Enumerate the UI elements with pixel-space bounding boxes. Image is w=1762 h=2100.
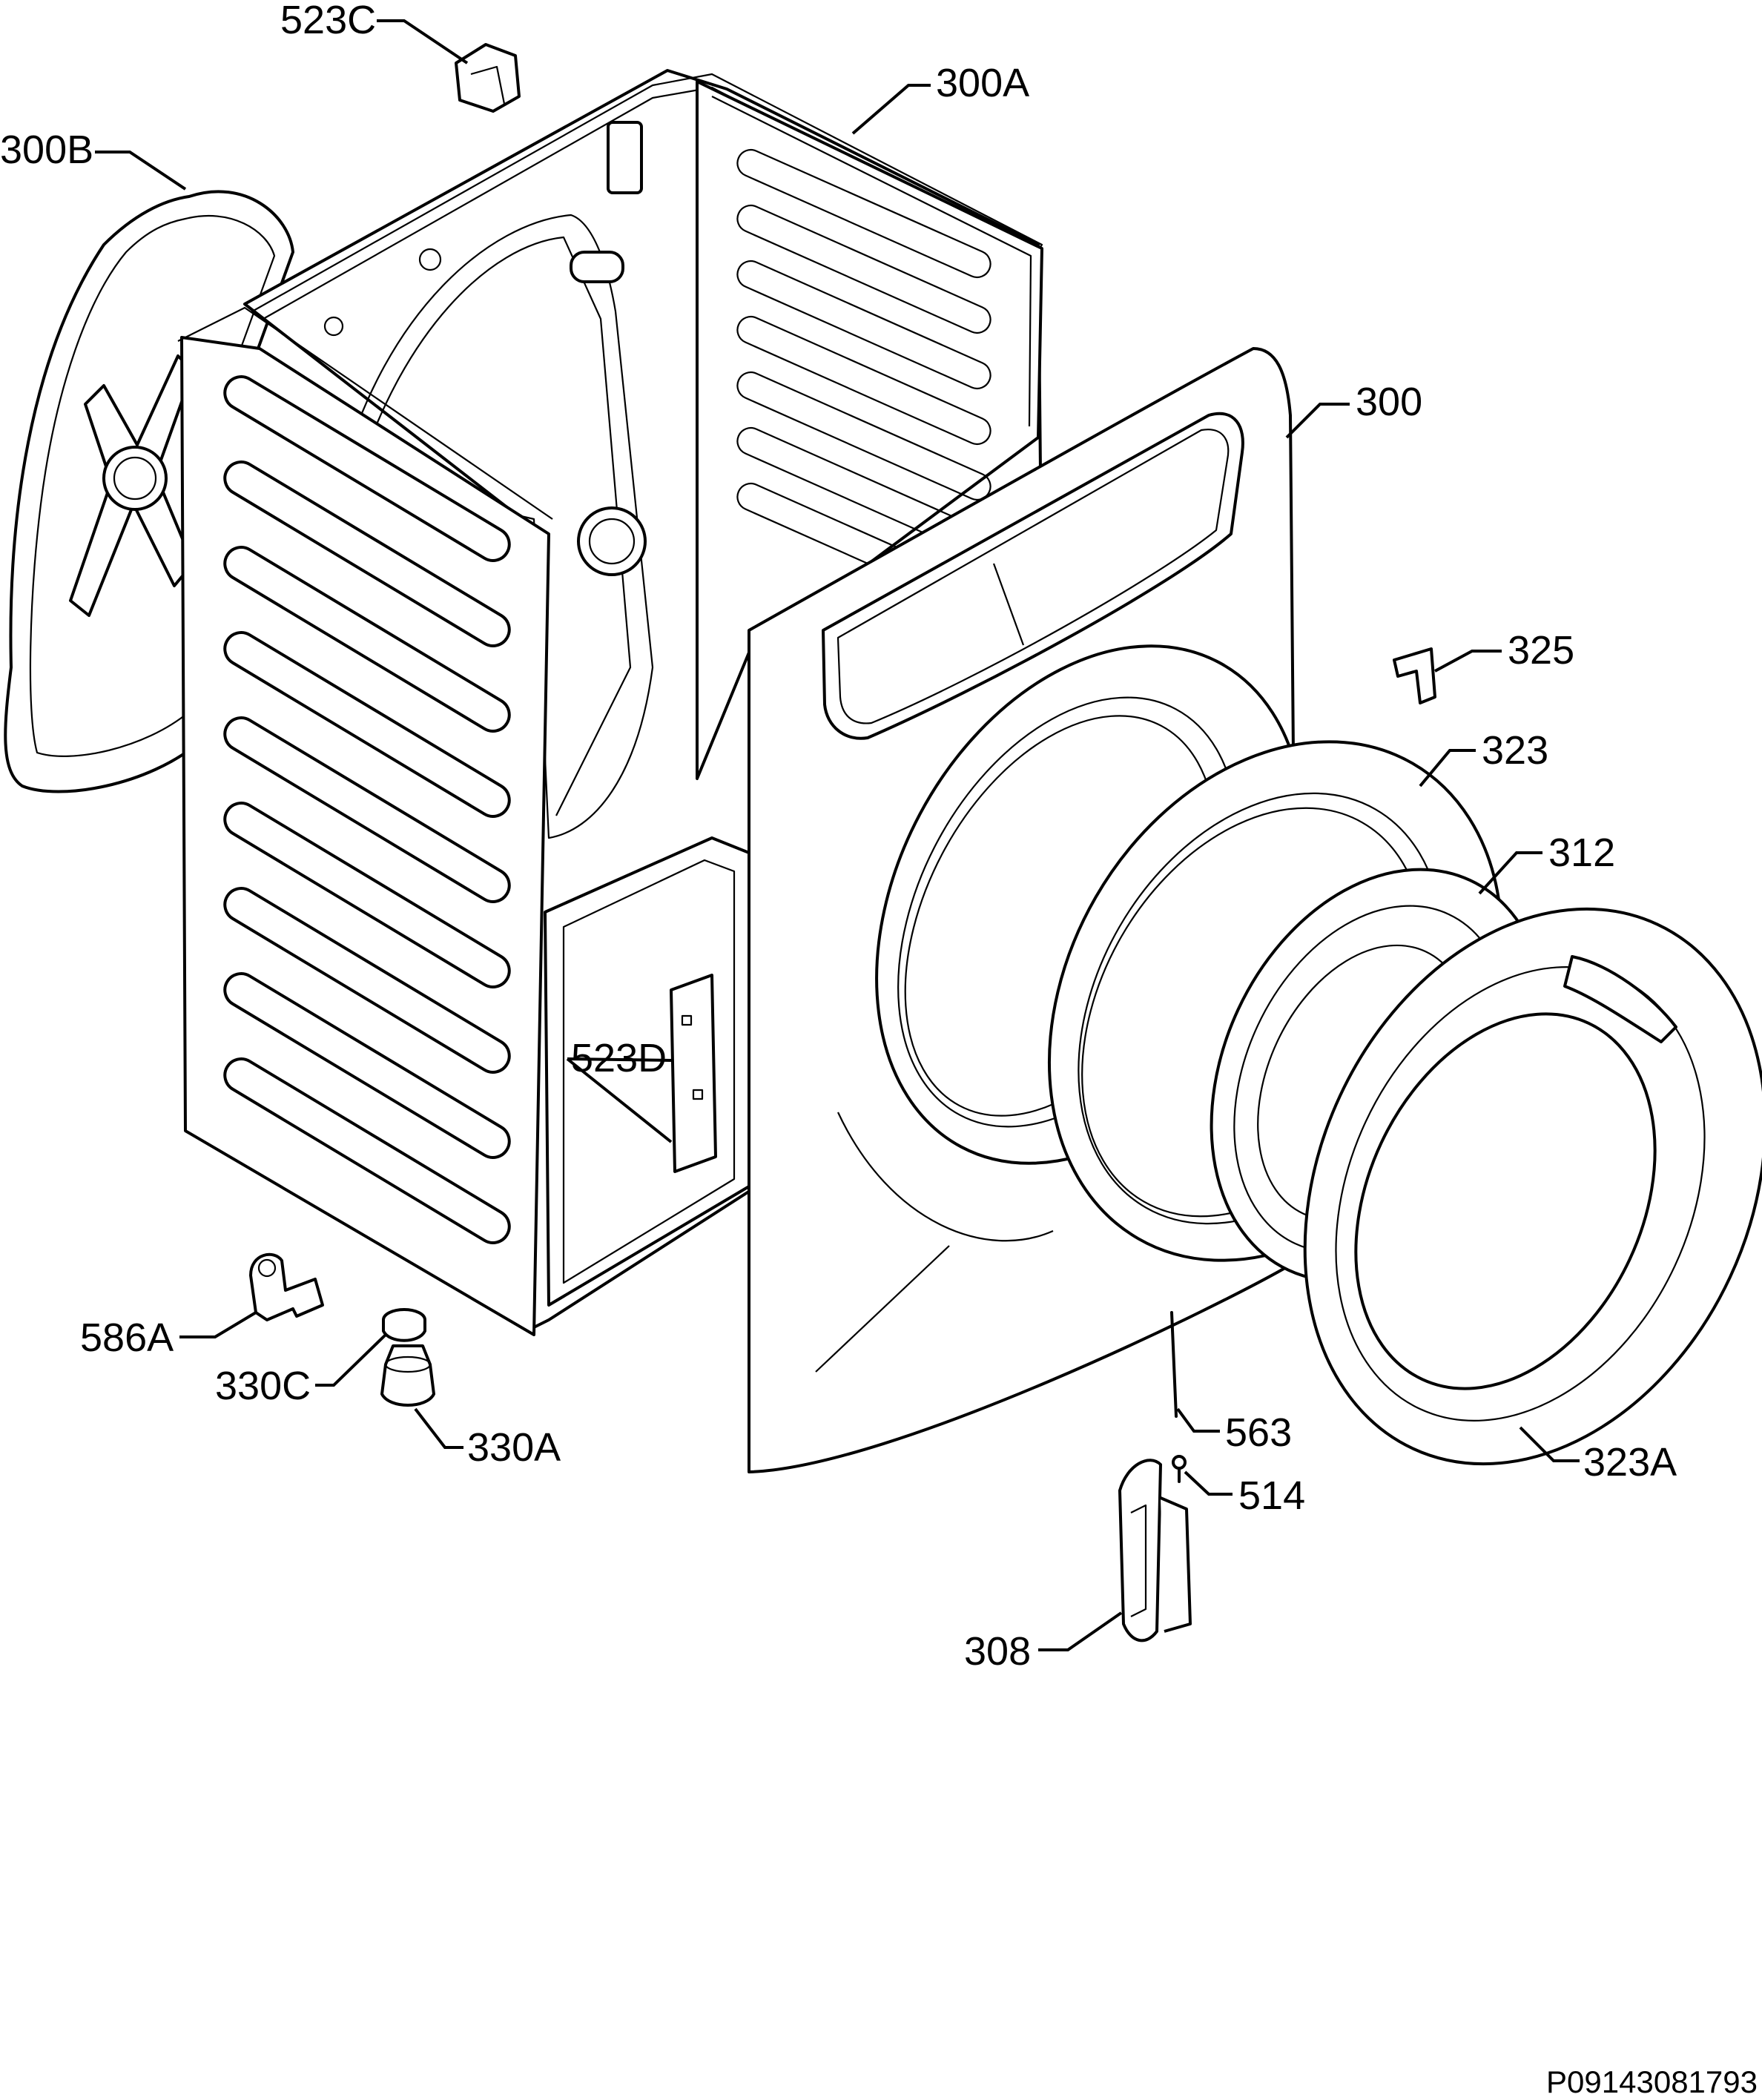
leader-lines [95,19,1580,1651]
part-514-screw [1172,1455,1187,1483]
label-586a: 586A [80,1315,174,1360]
label-330c: 330C [215,1364,311,1408]
label-514: 514 [1238,1473,1305,1518]
reference-code: P09143081793 [1546,2064,1758,2099]
label-300: 300 [1356,380,1422,424]
part-586a-foot-bracket [249,1252,324,1321]
label-325: 325 [1508,628,1574,673]
label-523c: 523C [280,0,376,42]
door-frame-323a [1303,907,1762,1466]
part-330a-adjustable-foot [380,1344,435,1407]
label-308: 308 [964,1629,1031,1674]
label-330a: 330A [467,1425,561,1470]
label-300a: 300A [936,61,1029,105]
label-523d: 523D [571,1036,667,1080]
label-312: 312 [1548,831,1615,875]
part-330c-nut [382,1308,426,1342]
label-323: 323 [1482,728,1548,773]
part-308-door-handle [1118,1459,1192,1642]
label-323a: 323A [1583,1440,1677,1485]
part-523c-hinge-block [455,43,521,113]
part-325-hinge-pin [1393,647,1436,704]
label-563: 563 [1225,1410,1292,1455]
label-300b: 300B [0,128,93,172]
part-563-rod [1170,1311,1178,1418]
part-labels: 523C 300A 300B 300 325 323 312 523D 586A… [0,0,1677,1674]
